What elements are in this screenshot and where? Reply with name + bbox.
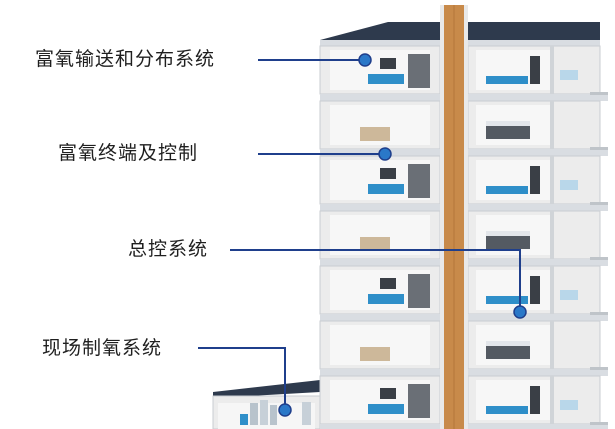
oxygen-outlet-icon bbox=[358, 53, 372, 67]
bed bbox=[486, 125, 530, 139]
leader-line-onsite-generation bbox=[198, 347, 286, 410]
bookshelf bbox=[408, 384, 430, 418]
cabinet bbox=[486, 406, 528, 414]
bookshelf bbox=[408, 274, 430, 308]
side-chair bbox=[560, 70, 578, 80]
partition-wall bbox=[550, 376, 554, 424]
bookshelf bbox=[408, 164, 430, 198]
floor-slab bbox=[468, 259, 608, 266]
floor-slab bbox=[320, 259, 440, 266]
partition-wall bbox=[550, 211, 554, 259]
main-building bbox=[319, 22, 608, 429]
floor-slab bbox=[320, 94, 440, 101]
floor-slab bbox=[468, 94, 608, 101]
oxygen-outlet-icon bbox=[378, 147, 392, 161]
bed-linen bbox=[486, 121, 530, 126]
floor-slab bbox=[468, 204, 608, 211]
sofa bbox=[368, 74, 404, 84]
floor-slab bbox=[468, 314, 608, 321]
fridge bbox=[530, 166, 540, 194]
balcony-rail bbox=[590, 257, 608, 260]
leader-line-master-control bbox=[230, 249, 521, 312]
balcony-rail bbox=[590, 422, 608, 425]
oxygen-outlet-icon bbox=[513, 305, 527, 319]
markers bbox=[278, 53, 527, 417]
label-terminal-control: 富氧终端及控制 bbox=[58, 142, 199, 164]
cabinet bbox=[486, 296, 528, 304]
balcony-rail bbox=[590, 367, 608, 370]
partition-wall bbox=[550, 46, 554, 94]
balcony-rail bbox=[590, 147, 608, 150]
annex-building bbox=[212, 380, 321, 429]
floor-slab bbox=[320, 314, 440, 321]
elevator-shaft bbox=[440, 5, 468, 429]
floor-slab bbox=[320, 204, 440, 211]
oxygen-outlet-icon bbox=[278, 403, 292, 417]
side-chair bbox=[560, 290, 578, 300]
partition-wall bbox=[550, 101, 554, 149]
sofa bbox=[368, 184, 404, 194]
tv-screen bbox=[380, 58, 396, 69]
cabinet bbox=[486, 186, 528, 194]
tv-screen bbox=[380, 168, 396, 179]
tv-screen bbox=[380, 278, 396, 289]
sofa bbox=[368, 294, 404, 304]
desk bbox=[360, 347, 390, 361]
balcony-rail bbox=[590, 92, 608, 95]
bed bbox=[486, 235, 530, 249]
bed bbox=[486, 345, 530, 359]
label-distribution-system: 富氧输送和分布系统 bbox=[35, 48, 216, 70]
fridge bbox=[530, 56, 540, 84]
desk bbox=[360, 237, 390, 251]
bed-linen bbox=[486, 341, 530, 346]
side-chair bbox=[560, 180, 578, 190]
fridge bbox=[530, 386, 540, 414]
balcony-rail bbox=[590, 202, 608, 205]
cabinet bbox=[486, 76, 528, 84]
floor-slab bbox=[320, 424, 440, 429]
bed-linen bbox=[486, 231, 530, 236]
desk bbox=[360, 127, 390, 141]
floor-slab bbox=[468, 369, 608, 376]
label-onsite-generation: 现场制氧系统 bbox=[42, 337, 163, 359]
partition-wall bbox=[550, 266, 554, 314]
floor-slab bbox=[320, 369, 440, 376]
bookshelf bbox=[408, 54, 430, 88]
balcony-rail bbox=[590, 312, 608, 315]
label-master-control: 总控系统 bbox=[128, 238, 209, 260]
sofa bbox=[368, 404, 404, 414]
leader-lines bbox=[198, 59, 521, 410]
tv-screen bbox=[380, 388, 396, 399]
fridge bbox=[530, 276, 540, 304]
side-chair bbox=[560, 400, 578, 410]
partition-wall bbox=[550, 321, 554, 369]
oxygen-generator-icon bbox=[240, 400, 311, 425]
partition-wall bbox=[550, 156, 554, 204]
floor-slab bbox=[468, 149, 608, 156]
floor-slab bbox=[468, 424, 608, 429]
